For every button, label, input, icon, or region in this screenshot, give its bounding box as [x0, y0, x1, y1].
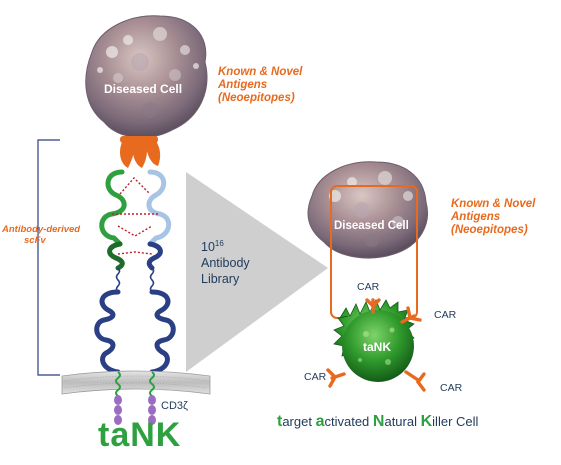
- antigen-label-right-line3: (Neoepitopes): [451, 224, 528, 236]
- receptor-stalk: [94, 289, 176, 375]
- scfv-label-line1: Antibody-derived: [2, 224, 81, 235]
- car-label-top: CAR: [357, 281, 380, 293]
- library-label-line2: Antibody: [201, 256, 250, 271]
- transmembrane-domain: [115, 371, 155, 397]
- tank-title: taNK: [98, 416, 182, 454]
- scfv-label: Antibody-derived scFv: [2, 224, 80, 246]
- car-label-bottom: CAR: [440, 382, 463, 394]
- acronym-word-natural: atural: [384, 414, 421, 429]
- acronym-letter-a: a: [315, 413, 325, 430]
- diseased-cell-label-right: Diseased Cell: [334, 220, 409, 232]
- antigen-label-top-line2: Antigens: [218, 79, 268, 91]
- acronym-word-activated: ctivated: [324, 414, 373, 429]
- cd3-zeta-domain: [114, 395, 156, 425]
- antigen-label-right-line2: Antigens: [451, 211, 501, 223]
- acronym-word-killer-cell: iller Cell: [432, 414, 479, 429]
- diseased-cell-top: [85, 15, 208, 139]
- scfv-bracket: [37, 139, 60, 376]
- library-label-line3: Library: [201, 272, 240, 287]
- library-size-exp: 16: [214, 239, 224, 248]
- library-label: 1016 Antibody Library: [201, 236, 250, 287]
- diseased-cell-right: [307, 161, 428, 259]
- cd3-label: CD3ζ: [161, 400, 188, 412]
- car-label-right: CAR: [434, 309, 457, 321]
- disulfide-bonds: [112, 176, 160, 255]
- acronym-letter-n: N: [372, 413, 385, 430]
- antigen-shape: [120, 136, 161, 168]
- hinge: [115, 267, 155, 293]
- car-label-left: CAR: [304, 371, 327, 383]
- cell-membrane: [61, 370, 211, 395]
- library-triangle: [186, 172, 328, 372]
- nk-cell: [333, 299, 415, 382]
- diseased-cell-label-top: Diseased Cell: [104, 82, 183, 96]
- scfv-label-line2: scFv: [24, 235, 46, 246]
- acronym-letter-t: t: [277, 413, 283, 430]
- car-receptors: [326, 298, 426, 392]
- library-size-base: 10: [201, 240, 215, 255]
- tank-acronym: target activated Natural Killer Cell: [277, 413, 478, 431]
- antigen-label-right: Known & Novel Antigens (Neoepitopes): [451, 198, 535, 237]
- nk-cell-label: taNK: [363, 340, 392, 354]
- antigen-label-top: Known & Novel Antigens (Neoepitopes): [218, 66, 302, 105]
- library-size: 1016: [201, 236, 250, 255]
- antigen-label-top-line3: (Neoepitopes): [218, 92, 295, 104]
- scfv-domains: [99, 169, 172, 271]
- acronym-word-target: arget: [282, 414, 316, 429]
- acronym-letter-k: K: [420, 413, 433, 430]
- antigen-label-top-line1: Known & Novel: [218, 66, 303, 78]
- antigen-label-right-line1: Known & Novel: [451, 198, 536, 210]
